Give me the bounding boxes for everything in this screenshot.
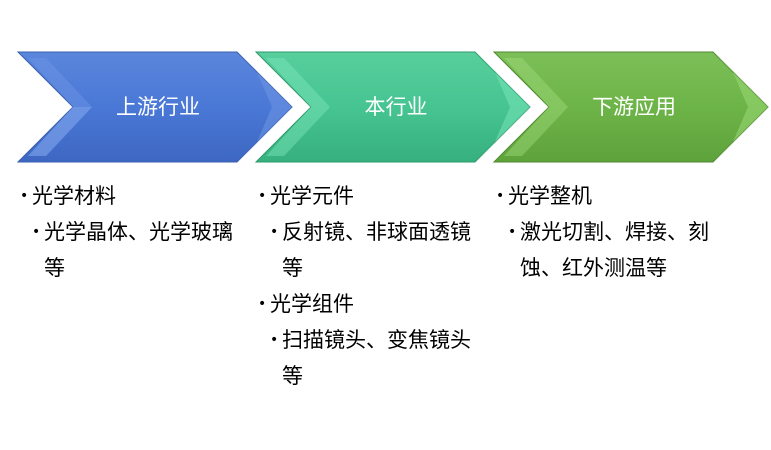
sub-list-item: • 激光切割、焊接、刻 蚀、红外测温等	[496, 214, 736, 286]
stage-label-upstream: 上游行业	[116, 95, 200, 119]
chevron-downstream	[492, 51, 769, 163]
chevron-midstream	[254, 51, 531, 163]
chevron-upstream	[16, 51, 293, 163]
sub-list-item: • 反射镜、非球面透镜 等	[258, 214, 488, 286]
item-detail-cont: 等	[282, 256, 303, 280]
bullet-icon: •	[20, 188, 29, 204]
bullet-icon: •	[508, 224, 517, 240]
bullet-icon: •	[270, 332, 279, 348]
item-detail: 激光切割、焊接、刻	[520, 220, 709, 244]
bullet-icon: •	[32, 224, 41, 240]
midstream-details: • 光学元件 • 反射镜、非球面透镜 等 • 光学组件 • 扫描镜头、变焦镜头 …	[258, 178, 488, 394]
item-title: 光学组件	[270, 292, 354, 316]
item-detail-cont: 等	[282, 364, 303, 388]
upstream-details: • 光学材料 • 光学晶体、光学玻璃 等	[20, 178, 250, 286]
item-title: 光学整机	[508, 184, 592, 208]
bullet-icon: •	[270, 224, 279, 240]
bullet-icon: •	[496, 188, 505, 204]
bullet-icon: •	[258, 188, 267, 204]
item-detail-cont: 蚀、红外测温等	[520, 256, 667, 280]
item-detail-cont: 等	[44, 256, 65, 280]
list-item: • 光学元件	[258, 178, 488, 214]
list-item: • 光学组件	[258, 286, 488, 322]
item-detail: 反射镜、非球面透镜	[282, 220, 471, 244]
downstream-details: • 光学整机 • 激光切割、焊接、刻 蚀、红外测温等	[496, 178, 736, 286]
list-item: • 光学材料	[20, 178, 250, 214]
item-title: 光学元件	[270, 184, 354, 208]
stage-label-downstream: 下游应用	[592, 95, 676, 119]
item-detail: 光学晶体、光学玻璃	[44, 220, 233, 244]
stage-label-midstream: 本行业	[364, 95, 428, 119]
sub-list-item: • 光学晶体、光学玻璃 等	[20, 214, 250, 286]
item-detail: 扫描镜头、变焦镜头	[282, 328, 471, 352]
bullet-icon: •	[258, 296, 267, 312]
list-item: • 光学整机	[496, 178, 736, 214]
item-title: 光学材料	[32, 184, 116, 208]
sub-list-item: • 扫描镜头、变焦镜头 等	[258, 322, 488, 394]
